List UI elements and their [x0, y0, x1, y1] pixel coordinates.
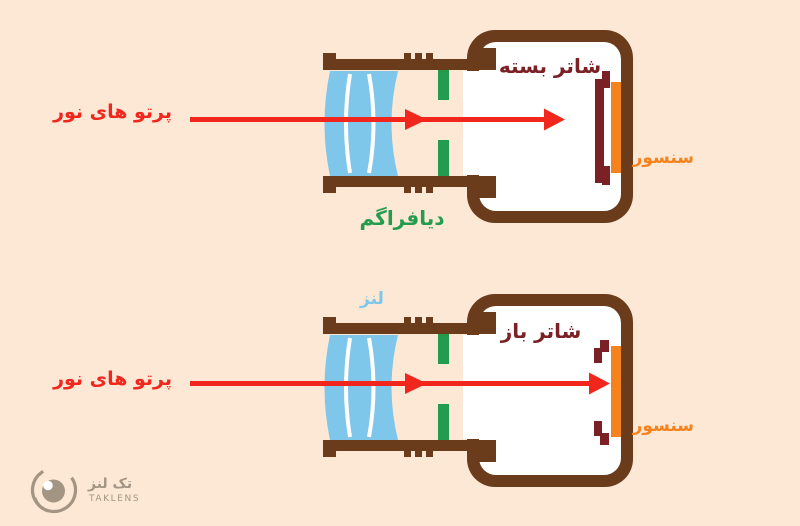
- diagram-shutter-closed: [190, 28, 635, 225]
- shutter-open: [594, 340, 609, 445]
- sensor-label-bottom: سنسور: [632, 416, 694, 436]
- light-ray-arrow-top: [190, 108, 565, 131]
- taklens-logo-icon: [30, 466, 78, 514]
- shutter-closed: [595, 71, 610, 185]
- sensor-label-top: سنسور: [632, 148, 694, 168]
- diagram-shutter-open: [190, 292, 635, 489]
- light-rays-label-top: پرتو های نور: [53, 101, 172, 123]
- shutter-open-label: شاتر باز: [500, 319, 582, 343]
- lens-label: لنز: [360, 289, 384, 309]
- light-ray-arrow-bottom: [190, 372, 610, 395]
- diaphragm-label: دیافراگم: [359, 206, 445, 230]
- logo-name-en: TAKLENS: [89, 494, 141, 504]
- light-rays-label-bottom: پرتو های نور: [53, 368, 172, 390]
- logo-name-fa: تک لنز: [88, 476, 133, 492]
- shutter-closed-label: شاتر بسته: [498, 54, 602, 78]
